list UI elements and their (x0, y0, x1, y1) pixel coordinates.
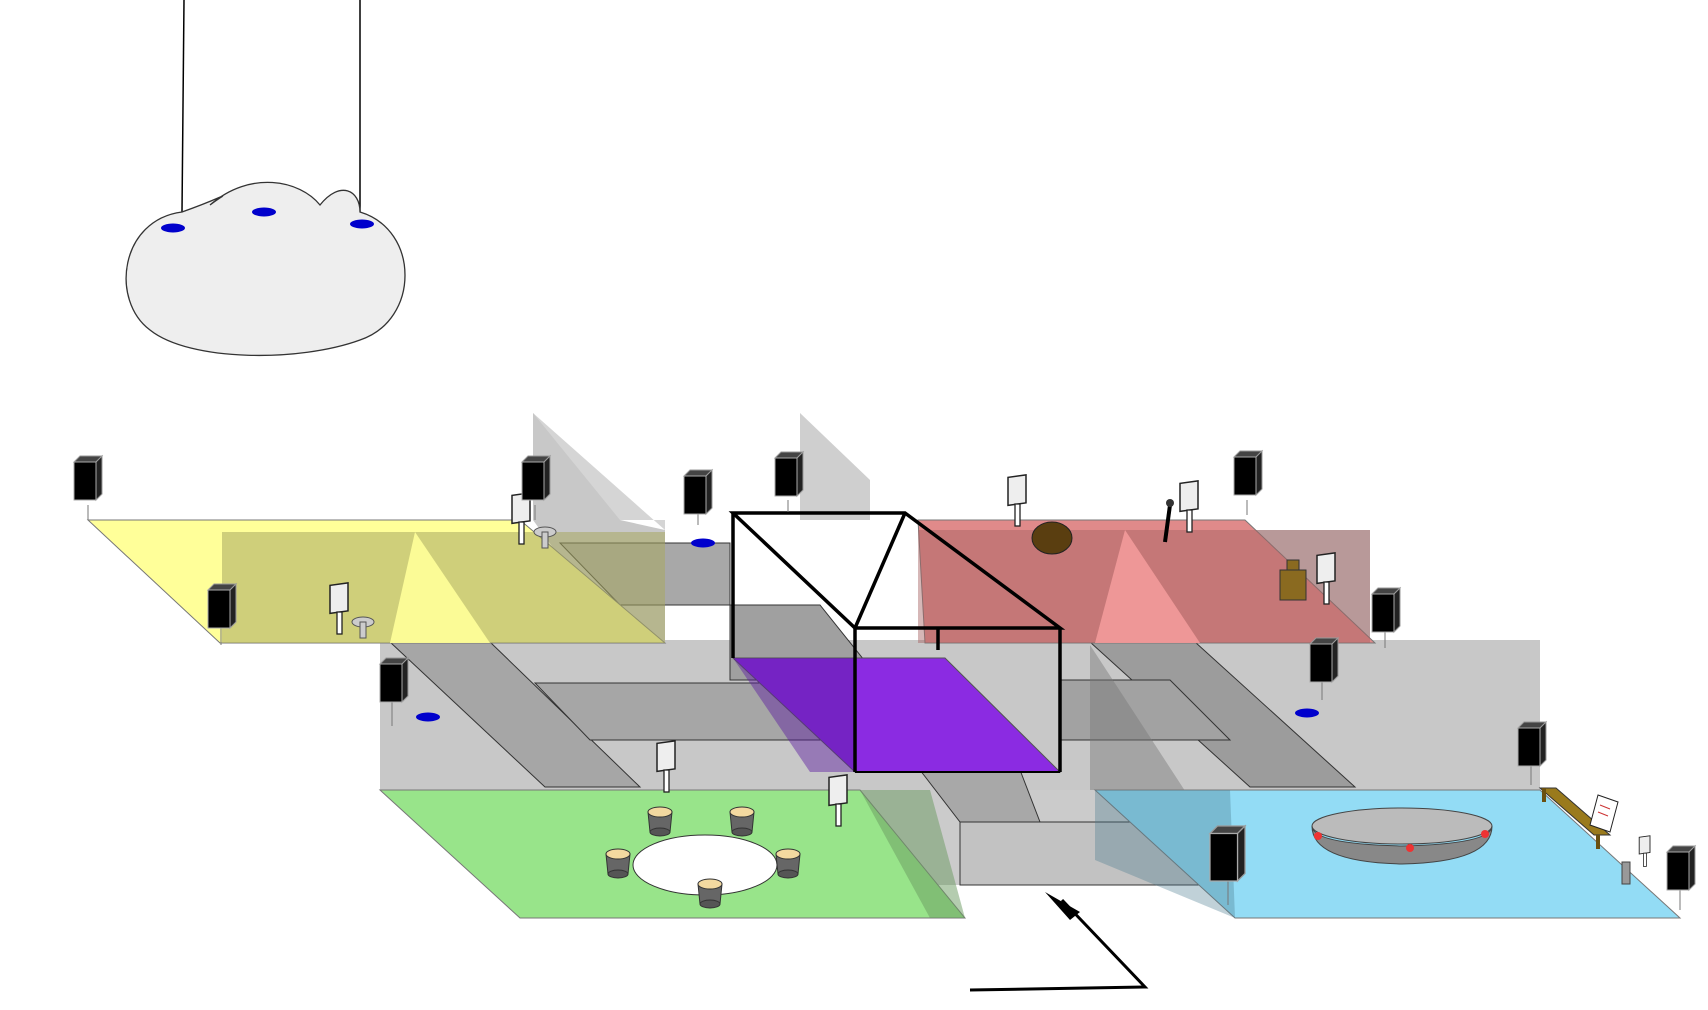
arrow-icon (969, 892, 1149, 992)
speaker-icon (1233, 450, 1263, 496)
sensor-dot-icon (252, 207, 276, 217)
speaker-icon (379, 657, 409, 703)
cloud-icon (125, 181, 406, 357)
stool-icon (775, 848, 801, 879)
drum-icon (1031, 521, 1073, 555)
sign-icon (1007, 474, 1027, 527)
sensor-dot-icon (161, 223, 185, 233)
sign-icon (1638, 835, 1651, 867)
sensor-dot-icon (350, 219, 374, 229)
room-yellow (86, 519, 667, 644)
birdbath-icon (351, 616, 375, 639)
speaker-icon (1371, 587, 1401, 633)
speaker-icon (1666, 845, 1696, 891)
speaker-icon (1309, 637, 1339, 683)
speakers (73, 450, 1696, 910)
stage-platform (1311, 807, 1493, 845)
room-green (378, 789, 967, 919)
speaker-icon (207, 583, 237, 629)
speaker-icon (683, 469, 713, 515)
lantern-icon (1279, 559, 1307, 601)
sensor-dot-icon (1295, 708, 1319, 718)
lantern-icon (1621, 861, 1631, 885)
speaker-icon (1517, 721, 1547, 767)
birdbath-icon (533, 526, 557, 549)
stool-icon (647, 806, 673, 837)
cloud-installation (125, 0, 406, 357)
speaker-icon (1209, 825, 1246, 882)
speaker-icon (73, 455, 103, 501)
hanging-wire-left (181, 0, 185, 213)
house-frame (728, 511, 1066, 773)
speaker-icon (774, 451, 804, 497)
stool-icon (729, 806, 755, 837)
microphone-icon (1163, 504, 1172, 543)
room-blue (1093, 787, 1682, 919)
sensor-dot-icon (416, 712, 440, 722)
sensor-dot-icon (691, 538, 715, 548)
stool-icon (605, 848, 631, 879)
stool-icon (697, 878, 723, 909)
speaker-icon (521, 455, 551, 501)
notice-board-icon (1589, 794, 1619, 833)
room-red (917, 519, 1377, 644)
